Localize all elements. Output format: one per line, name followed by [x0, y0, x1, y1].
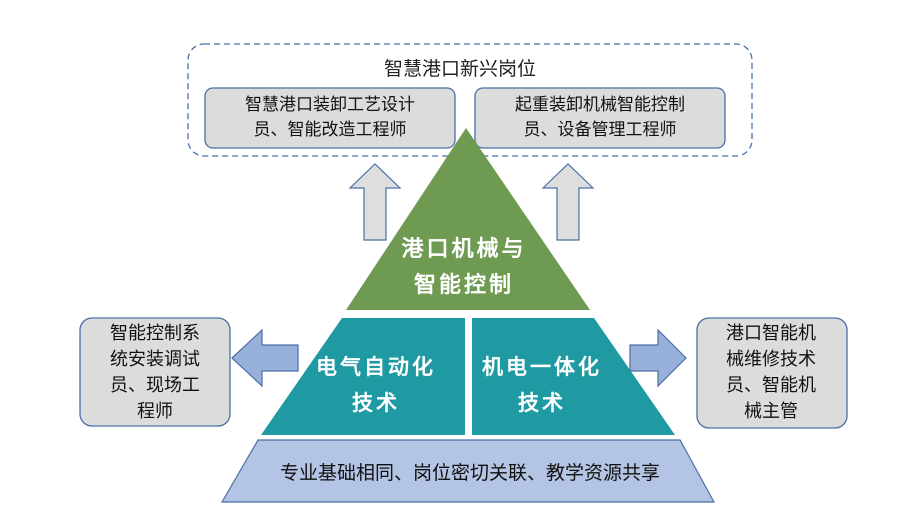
job-box-right-bg: [474, 87, 726, 149]
up-arrow-right: [541, 163, 595, 241]
job-box-left-line2: 员、智能改造工程师: [253, 120, 407, 140]
side-box-left: 智能控制系 统安装调试 员、现场工 程师: [84, 320, 226, 426]
middle-right-line2: 技术: [518, 391, 566, 415]
pyramid-base-shape: [220, 439, 716, 503]
pyramid-middle-left-shape: [261, 318, 465, 435]
job-box-right-line2: 员、设备管理工程师: [523, 120, 677, 140]
side-right-line3: 员、智能机: [726, 375, 816, 396]
pyramid-apex-label: 港口机械与 智能控制: [364, 228, 564, 308]
pyramid-middle-left-label: 电气自动化 技术: [286, 345, 466, 425]
side-right-line1: 港口智能机: [726, 323, 816, 344]
side-left-line3: 员、现场工: [110, 375, 200, 396]
side-left-line1: 智能控制系: [110, 323, 200, 344]
pyramid-apex-shape: [346, 128, 590, 310]
pyramid-middle-right-shape: [472, 318, 675, 435]
job-box-left: 智慧港口装卸工艺设计 员、智能改造工程师: [212, 92, 448, 144]
side-right-line4: 械主管: [744, 401, 798, 422]
job-box-right: 起重装卸机械智能控制 员、设备管理工程师: [482, 92, 718, 144]
middle-left-line1: 电气自动化: [316, 355, 436, 379]
side-box-right: 港口智能机 械维修技术 员、智能机 械主管: [700, 320, 842, 426]
pyramid-middle-right-label: 机电一体化 技术: [452, 345, 632, 425]
middle-left-line2: 技术: [352, 391, 400, 415]
up-arrow-left: [348, 163, 402, 241]
job-box-left-line1: 智慧港口装卸工艺设计: [245, 95, 415, 115]
apex-line1: 港口机械与: [401, 237, 527, 262]
side-box-right-bg: [696, 317, 848, 429]
pyramid-base-label: 专业基础相同、岗位密切关联、教学资源共享: [279, 461, 660, 484]
right-arrow: [629, 328, 687, 388]
left-arrow: [231, 328, 299, 388]
emerging-jobs-dashed-frame: [187, 43, 753, 157]
side-right-line2: 械维修技术: [726, 349, 816, 370]
side-left-line4: 程师: [137, 401, 173, 422]
apex-line2: 智能控制: [413, 273, 514, 298]
emerging-jobs-title: 智慧港口新兴岗位: [383, 57, 536, 80]
side-box-left-bg: [79, 317, 231, 427]
job-box-left-bg: [204, 87, 456, 149]
middle-right-line1: 机电一体化: [482, 355, 602, 379]
side-left-line2: 统安装调试: [110, 349, 200, 370]
job-box-right-line1: 起重装卸机械智能控制: [515, 95, 685, 115]
